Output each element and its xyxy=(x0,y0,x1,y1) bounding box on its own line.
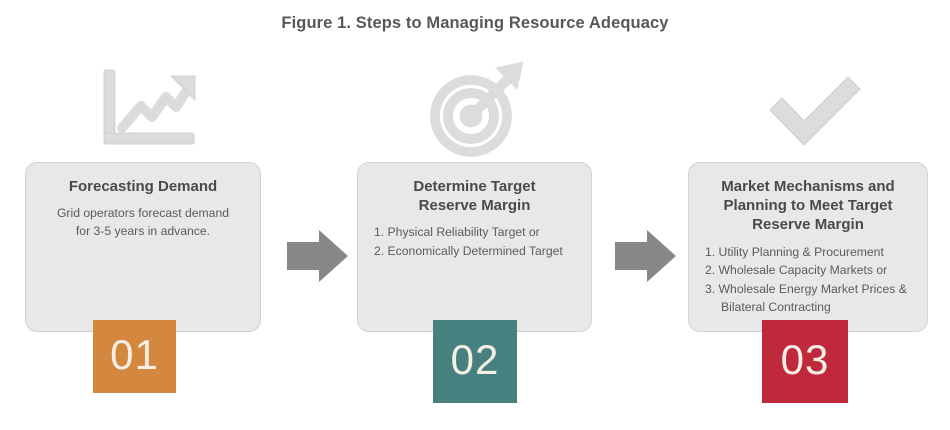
step-card-1-body: Grid operators forecast demand for 3-5 y… xyxy=(56,206,230,238)
step-card-1-title: Forecasting Demand xyxy=(68,178,218,195)
step-number-badge-3-label: 03 xyxy=(780,336,830,383)
checkmark-icon xyxy=(760,68,870,156)
step-number-badge-2-label: 02 xyxy=(450,336,500,383)
list-item: 1. Physical Reliability Target or xyxy=(374,225,540,240)
step-card-2[interactable]: Determine Target Reserve Margin 1. Physi… xyxy=(357,162,592,332)
list-item: 2. Wholesale Capacity Markets or xyxy=(705,263,888,278)
step-number-badge-2: 02 xyxy=(433,320,517,403)
list-item: 3. Wholesale Energy Market Prices & Bila… xyxy=(705,282,907,314)
step-card-2-list: 1. Physical Reliability Target or 2. Eco… xyxy=(374,224,575,261)
arrow-step2-to-step3 xyxy=(613,228,679,284)
target-bullseye-arrow-icon xyxy=(424,58,530,158)
step-card-2-title: Determine Target Reserve Margin xyxy=(413,178,536,215)
step-number-badge-3: 03 xyxy=(762,320,848,403)
step-card-3-list: 1. Utility Planning & Procurement 2. Who… xyxy=(705,244,911,317)
list-item: 1. Utility Planning & Procurement xyxy=(705,244,884,259)
step-card-3[interactable]: Market Mechanisms and Planning to Meet T… xyxy=(688,162,928,332)
list-item: 2. Economically Determined Target xyxy=(374,244,563,259)
step-card-3-title: Market Mechanisms and Planning to Meet T… xyxy=(721,178,895,234)
step-card-1[interactable]: Forecasting Demand Grid operators foreca… xyxy=(25,162,261,332)
step-number-badge-1-label: 01 xyxy=(110,331,159,378)
line-chart-growth-icon xyxy=(96,66,200,158)
figure-title: Figure 1. Steps to Managing Resource Ade… xyxy=(281,14,669,32)
step-number-badge-1: 01 xyxy=(93,320,176,393)
arrow-step1-to-step2 xyxy=(285,228,351,284)
